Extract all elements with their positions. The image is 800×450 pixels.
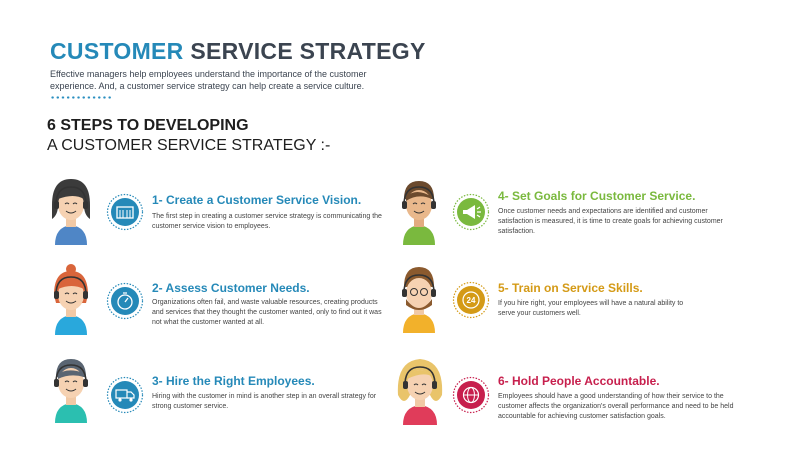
building-icon <box>106 193 144 231</box>
agent-avatar-2 <box>54 264 88 335</box>
support-24-icon: 24 <box>452 281 490 319</box>
step-6-desc: Employees should have a good understandi… <box>498 393 734 420</box>
step-1-title: 1- Create a Customer Service Vision. <box>152 193 362 207</box>
delivery-truck-icon <box>106 376 144 414</box>
step-6-title: 6- Hold People Accountable. <box>498 374 660 388</box>
agent-avatar-5 <box>402 267 436 333</box>
page-title: CUSTOMER SERVICE STRATEGY <box>50 38 426 65</box>
title-rest: SERVICE STRATEGY <box>190 38 426 64</box>
globe-icon <box>452 376 490 414</box>
step-5-title: 5- Train on Service Skills. <box>498 281 643 295</box>
agent-avatar-1 <box>52 179 90 245</box>
step-3-title: 3- Hire the Right Employees. <box>152 374 315 388</box>
section-heading-line2: A CUSTOMER SERVICE STRATEGY :- <box>47 137 331 154</box>
dotted-divider <box>50 96 112 99</box>
title-accent: CUSTOMER <box>50 38 184 64</box>
agent-avatar-6 <box>397 359 443 425</box>
agent-avatar-4 <box>402 181 436 245</box>
section-heading-line1: 6 STEPS TO DEVELOPING <box>47 117 249 134</box>
svg-text:24: 24 <box>467 296 476 305</box>
step-4-desc: Once customer needs and expectations are… <box>498 208 723 235</box>
intro-text: Effective managers help employees unders… <box>50 69 367 91</box>
step-3-desc: Hiring with the customer in mind is anot… <box>152 393 377 410</box>
step-2-desc: Organizations often fail, and waste valu… <box>152 299 382 326</box>
megaphone-icon <box>452 193 490 231</box>
stopwatch-icon <box>106 282 144 320</box>
step-1-desc: The first step in creating a customer se… <box>152 213 382 230</box>
step-2-title: 2- Assess Customer Needs. <box>152 281 310 295</box>
step-4-title: 4- Set Goals for Customer Service. <box>498 189 696 203</box>
agent-avatar-3 <box>54 359 88 423</box>
step-5-desc: If you hire right, your employees will h… <box>498 300 684 317</box>
